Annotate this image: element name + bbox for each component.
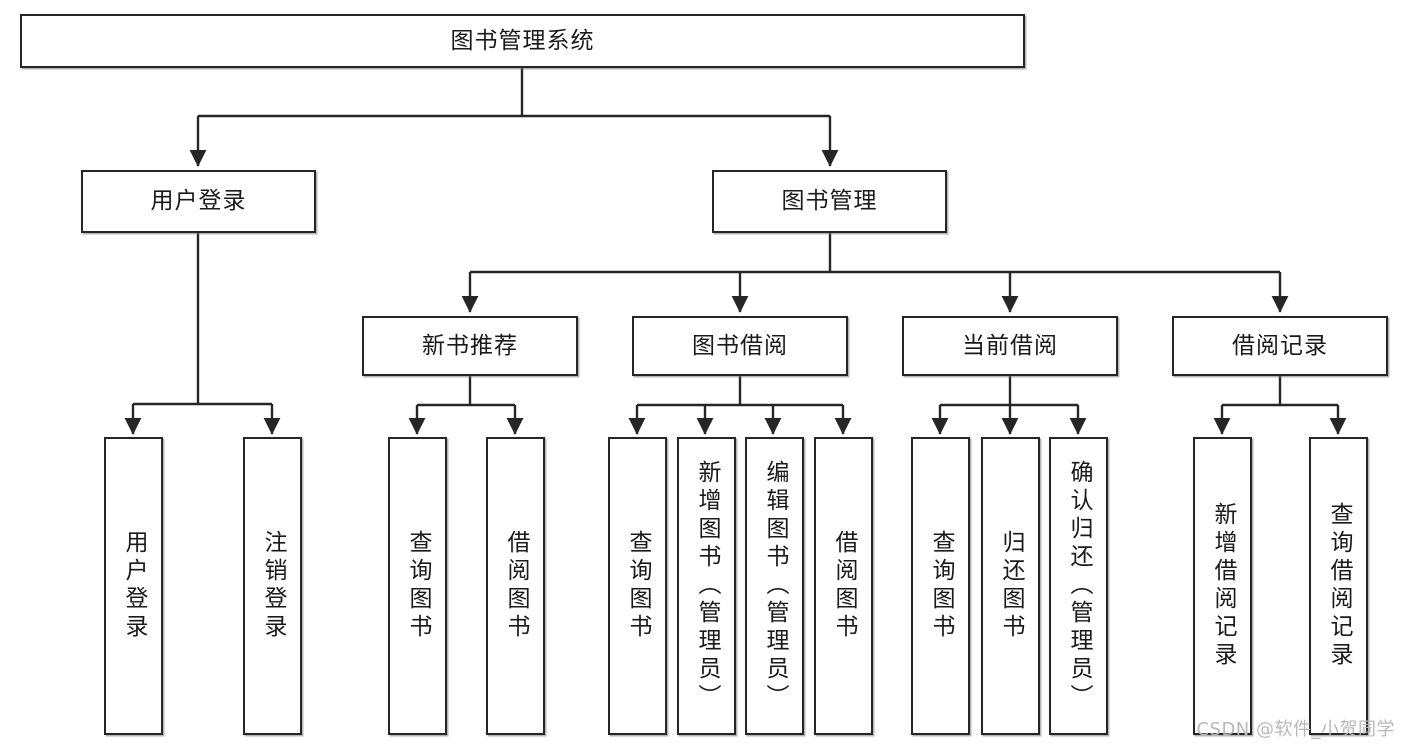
node-leaf-borrow-book-1-label: 借阅图书 <box>503 530 529 642</box>
node-book-borrow[interactable]: 图书借阅 <box>632 316 848 376</box>
node-leaf-query-record-label: 查询借阅记录 <box>1326 502 1352 670</box>
node-leaf-borrow-book-2[interactable]: 借阅图书 <box>814 437 873 735</box>
node-leaf-user-logout-label: 注销登录 <box>260 530 286 642</box>
node-leaf-user-login-label: 用户登录 <box>121 530 147 642</box>
node-leaf-user-login[interactable]: 用户登录 <box>104 437 163 735</box>
node-leaf-add-record-label: 新增借阅记录 <box>1210 502 1236 670</box>
node-current-borrow-label: 当前借阅 <box>962 332 1058 359</box>
node-user-login[interactable]: 用户登录 <box>81 170 316 233</box>
node-leaf-borrow-book-2-label: 借阅图书 <box>831 530 857 642</box>
node-book-borrow-label: 图书借阅 <box>692 332 788 359</box>
node-leaf-return-book[interactable]: 归还图书 <box>981 437 1040 735</box>
node-leaf-return-book-label: 归还图书 <box>998 530 1024 642</box>
node-leaf-query-book-1-label: 查询图书 <box>405 530 431 642</box>
node-leaf-add-book[interactable]: 新增图书（管理员） <box>677 437 736 735</box>
node-leaf-borrow-book-1[interactable]: 借阅图书 <box>486 437 545 735</box>
node-leaf-add-book-label: 新增图书（管理员） <box>694 460 720 712</box>
node-borrow-record[interactable]: 借阅记录 <box>1172 316 1388 376</box>
node-root[interactable]: 图书管理系统 <box>20 14 1025 68</box>
node-book-manage-label: 图书管理 <box>781 188 878 214</box>
node-leaf-query-book-1[interactable]: 查询图书 <box>388 437 447 735</box>
node-new-book-recommend[interactable]: 新书推荐 <box>362 316 578 376</box>
node-leaf-query-record[interactable]: 查询借阅记录 <box>1309 437 1368 735</box>
node-leaf-edit-book-label: 编辑图书（管理员） <box>762 460 788 712</box>
node-current-borrow[interactable]: 当前借阅 <box>902 316 1118 376</box>
node-leaf-query-book-3[interactable]: 查询图书 <box>911 437 970 735</box>
node-leaf-confirm-return[interactable]: 确认归还（管理员） <box>1049 437 1108 735</box>
node-leaf-add-record[interactable]: 新增借阅记录 <box>1193 437 1252 735</box>
node-leaf-query-book-2-label: 查询图书 <box>625 530 651 642</box>
node-leaf-confirm-return-label: 确认归还（管理员） <box>1066 460 1092 712</box>
node-borrow-record-label: 借阅记录 <box>1232 332 1328 359</box>
node-new-book-recommend-label: 新书推荐 <box>422 332 518 359</box>
node-root-label: 图书管理系统 <box>450 27 595 54</box>
node-leaf-query-book-2[interactable]: 查询图书 <box>608 437 667 735</box>
node-leaf-edit-book[interactable]: 编辑图书（管理员） <box>745 437 804 735</box>
node-book-manage[interactable]: 图书管理 <box>712 170 947 233</box>
node-leaf-query-book-3-label: 查询图书 <box>928 530 954 642</box>
node-user-login-label: 用户登录 <box>150 188 247 214</box>
node-leaf-user-logout[interactable]: 注销登录 <box>243 437 302 735</box>
